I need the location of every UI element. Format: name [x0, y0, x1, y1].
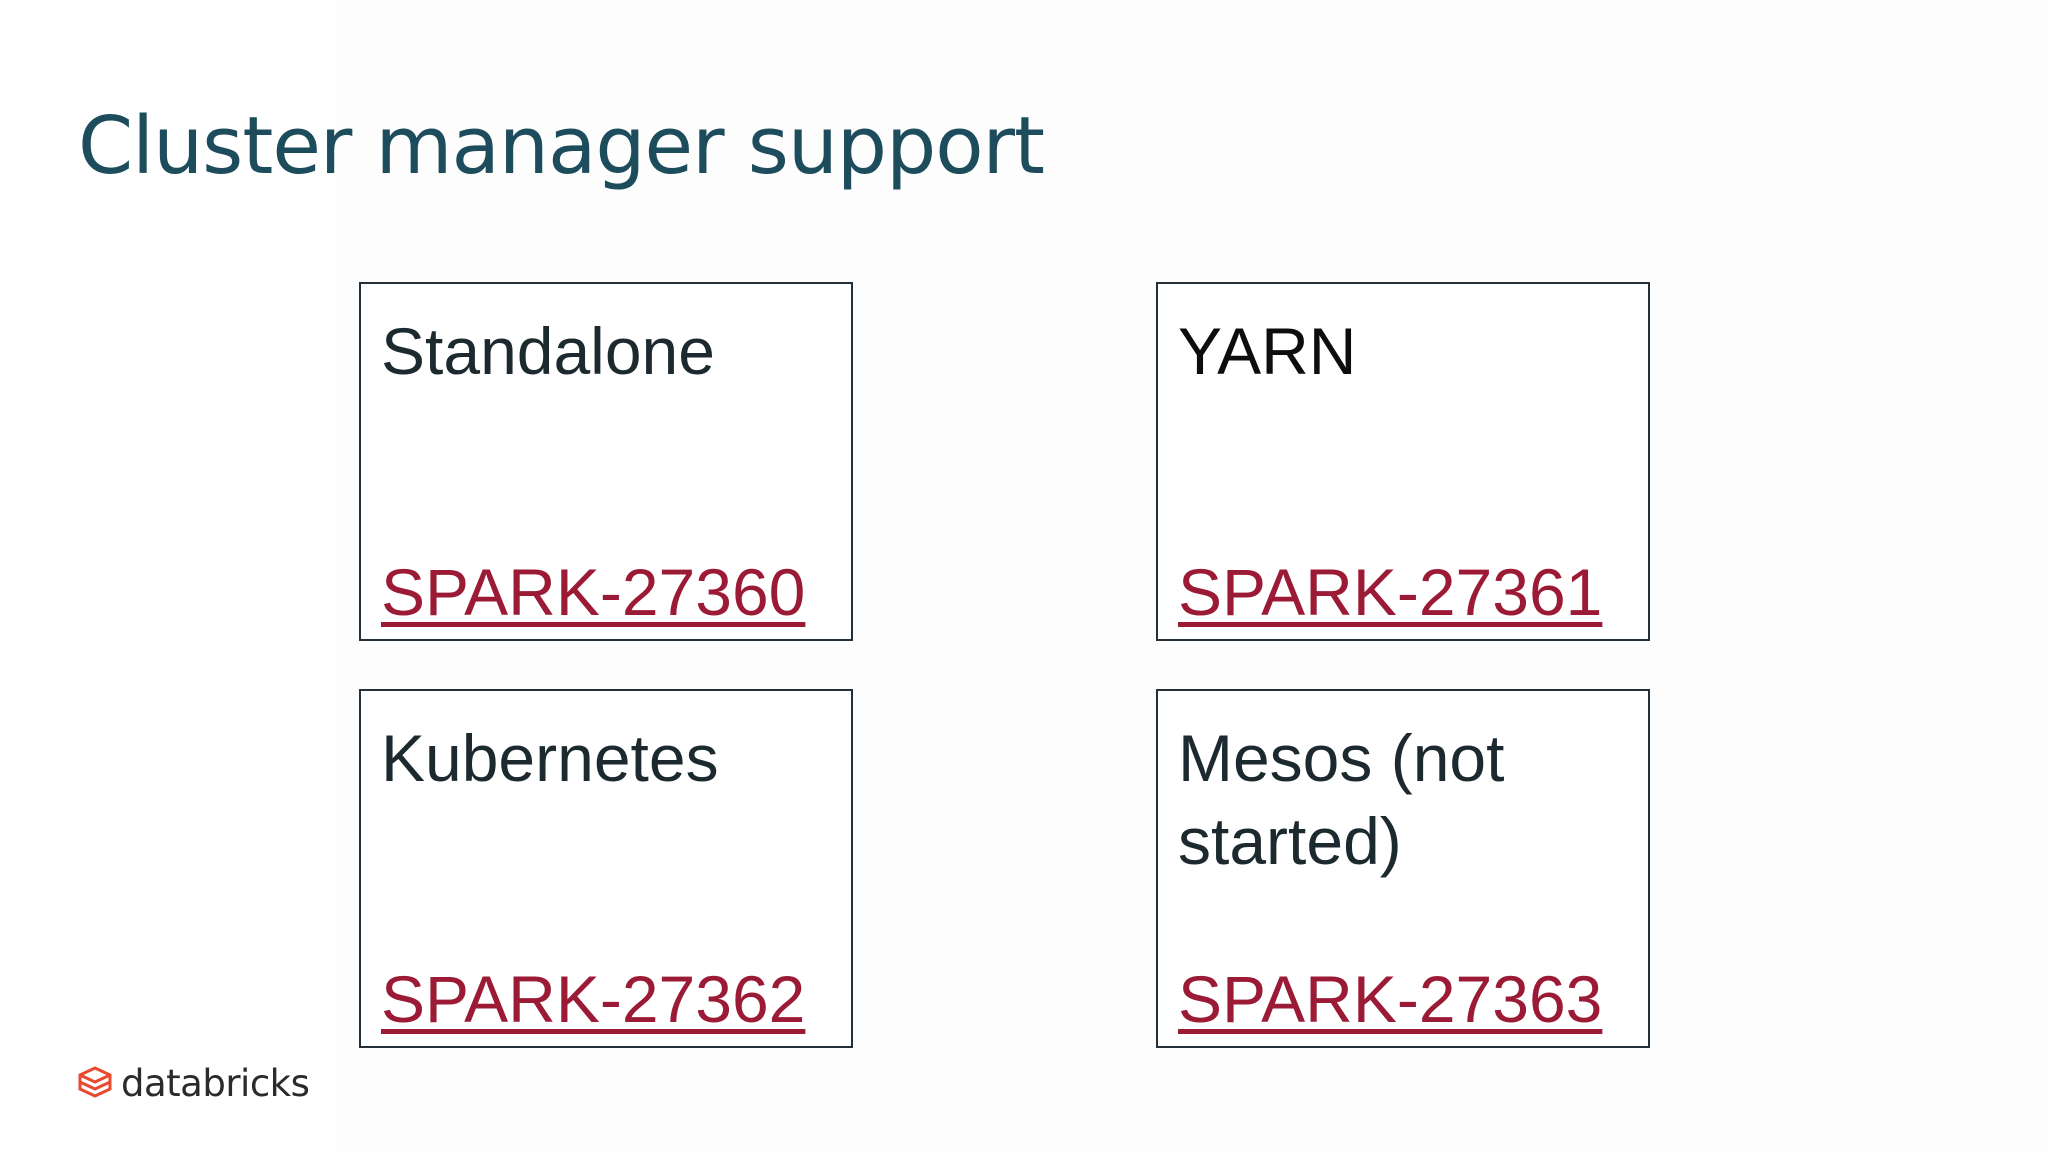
databricks-stack-icon [78, 1066, 112, 1098]
jira-link-standalone[interactable]: SPARK-27360 [381, 555, 806, 629]
card-title: Standalone [381, 314, 715, 388]
card-mesos: Mesos (not started) SPARK-27363 [1156, 689, 1650, 1048]
jira-link-kubernetes[interactable]: SPARK-27362 [381, 962, 806, 1036]
databricks-logo: databricks [78, 1062, 310, 1105]
jira-link-mesos[interactable]: SPARK-27363 [1178, 962, 1603, 1036]
slide-title: Cluster manager support [78, 100, 1045, 192]
card-kubernetes: Kubernetes SPARK-27362 [359, 689, 853, 1048]
card-title: YARN [1178, 314, 1357, 388]
jira-link-yarn[interactable]: SPARK-27361 [1178, 555, 1603, 629]
card-title: Kubernetes [381, 721, 719, 795]
logo-wordmark: databricks [121, 1062, 310, 1105]
card-standalone: Standalone SPARK-27360 [359, 282, 853, 641]
card-yarn: YARN SPARK-27361 [1156, 282, 1650, 641]
card-title: Mesos (not started) [1178, 721, 1505, 878]
